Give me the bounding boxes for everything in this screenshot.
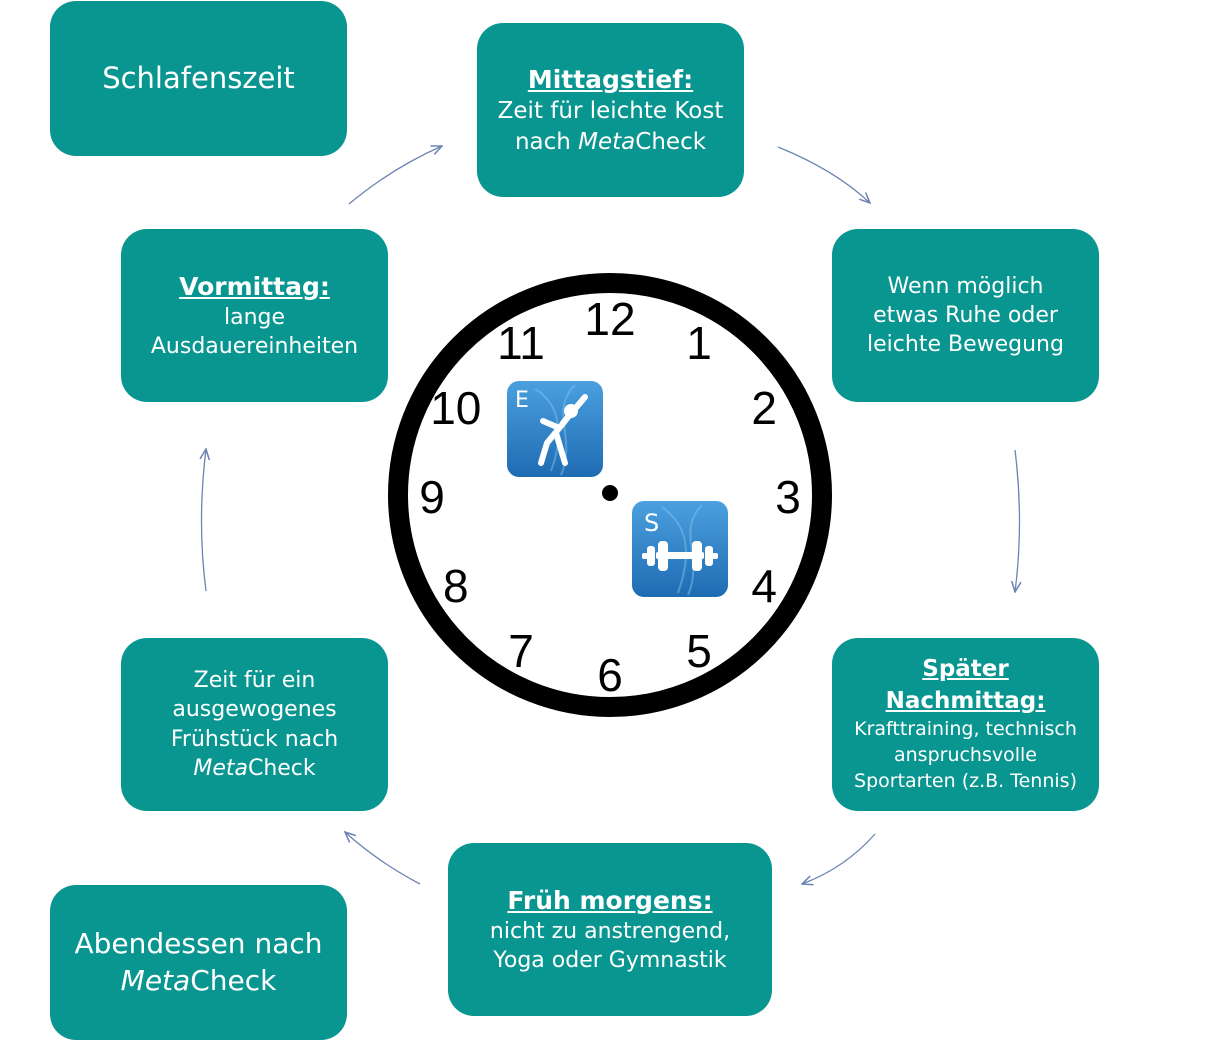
nachmittag-line1: Krafttraining, technisch xyxy=(854,718,1077,741)
clock-number-9: 9 xyxy=(419,471,445,523)
clock: 12 12 3 45 6 78 9 10 11 E S xyxy=(388,273,832,717)
mittagstief-line1: Zeit für leichte Kost xyxy=(497,98,724,125)
vormittag-line1: lange xyxy=(223,304,286,330)
arrow-morgens-to-fruehstueck xyxy=(345,832,421,885)
dumbbell-icon xyxy=(642,541,718,571)
schlafenszeit-text: Schlafenszeit xyxy=(102,61,295,96)
morgens-line1: nicht zu anstrengend, xyxy=(489,918,731,944)
clock-number-3: 3 xyxy=(775,471,801,523)
ruhe-line3: leichte Bewegung xyxy=(867,332,1064,358)
clock-number-10: 10 xyxy=(430,382,481,434)
box-mittag-ruhe: Wenn möglich etwas Ruhe oder leichte Bew… xyxy=(832,229,1099,402)
clock-number-1: 1 xyxy=(686,317,712,369)
clock-number-2: 2 xyxy=(751,382,777,434)
strength-letter: S xyxy=(644,509,659,537)
clock-number-7: 7 xyxy=(508,625,534,677)
mittagstief-line2: nach MetaCheck xyxy=(514,128,707,155)
arrow-mittagstief-to-ruhe xyxy=(777,146,870,203)
arrow-fruehstueck-to-vormittag xyxy=(202,449,207,592)
box-abendessen: Abendessen nach MetaCheck xyxy=(50,885,347,1040)
vormittag-heading: Vormittag: xyxy=(179,271,330,301)
box-vormittag: Vormittag: lange Ausdauereinheiten xyxy=(121,229,388,402)
fruehstueck-line3: Frühstück nach xyxy=(170,726,339,752)
morgens-heading: Früh morgens: xyxy=(507,885,713,915)
fruehstueck-line4: MetaCheck xyxy=(193,755,316,781)
morgens-line2: Yoga oder Gymnastik xyxy=(493,948,727,973)
mittagstief-heading: Mittagstief: xyxy=(527,65,694,95)
endurance-app-icon: E xyxy=(507,381,603,477)
nachmittag-heading-2: Nachmittag: xyxy=(885,687,1046,714)
box-mittagstief: Mittagstief: Zeit für leichte Kost nach … xyxy=(477,23,744,197)
fruehstueck-line2: ausgewogenes xyxy=(172,697,337,723)
clock-number-4: 4 xyxy=(751,560,777,612)
nachmittag-line3: Sportarten (z.B. Tennis) xyxy=(854,769,1077,792)
box-schlafenszeit: Schlafenszeit xyxy=(50,1,347,156)
clock-center-dot xyxy=(602,485,618,501)
arrow-nachmittag-to-morgens xyxy=(802,833,876,884)
clock-number-5: 5 xyxy=(686,625,712,677)
nachmittag-line2: anspruchsvolle xyxy=(893,743,1037,766)
vormittag-line2: Ausdauereinheiten xyxy=(150,334,359,359)
ruhe-line2: etwas Ruhe oder xyxy=(873,302,1058,328)
arrow-vormittag-to-mittagstief xyxy=(348,146,442,205)
clock-number-11: 11 xyxy=(497,317,545,369)
ruhe-line1: Wenn möglich xyxy=(887,273,1044,299)
strength-app-icon: S xyxy=(632,501,728,597)
abendessen-line1: Abendessen nach xyxy=(74,926,323,960)
box-spaeter-nachmittag: Später Nachmittag: Krafttraining, techni… xyxy=(832,638,1099,811)
box-fruehstueck: Zeit für ein ausgewogenes Frühstück nach… xyxy=(121,638,388,811)
clock-number-8: 8 xyxy=(443,560,469,612)
fruehstueck-line1: Zeit für ein xyxy=(193,668,316,694)
clock-number-12: 12 xyxy=(584,293,635,345)
clock-numbers: 12 12 3 45 6 78 9 10 11 xyxy=(419,293,801,701)
endurance-letter: E xyxy=(515,388,529,413)
abendessen-line2: MetaCheck xyxy=(120,963,277,997)
box-frueh-morgens: Früh morgens: nicht zu anstrengend, Yoga… xyxy=(448,843,772,1016)
arrow-ruhe-to-nachmittag xyxy=(1015,449,1020,592)
nachmittag-heading-1: Später xyxy=(922,656,1009,683)
stretching-figure-icon xyxy=(538,394,588,466)
clock-number-6: 6 xyxy=(597,649,623,701)
